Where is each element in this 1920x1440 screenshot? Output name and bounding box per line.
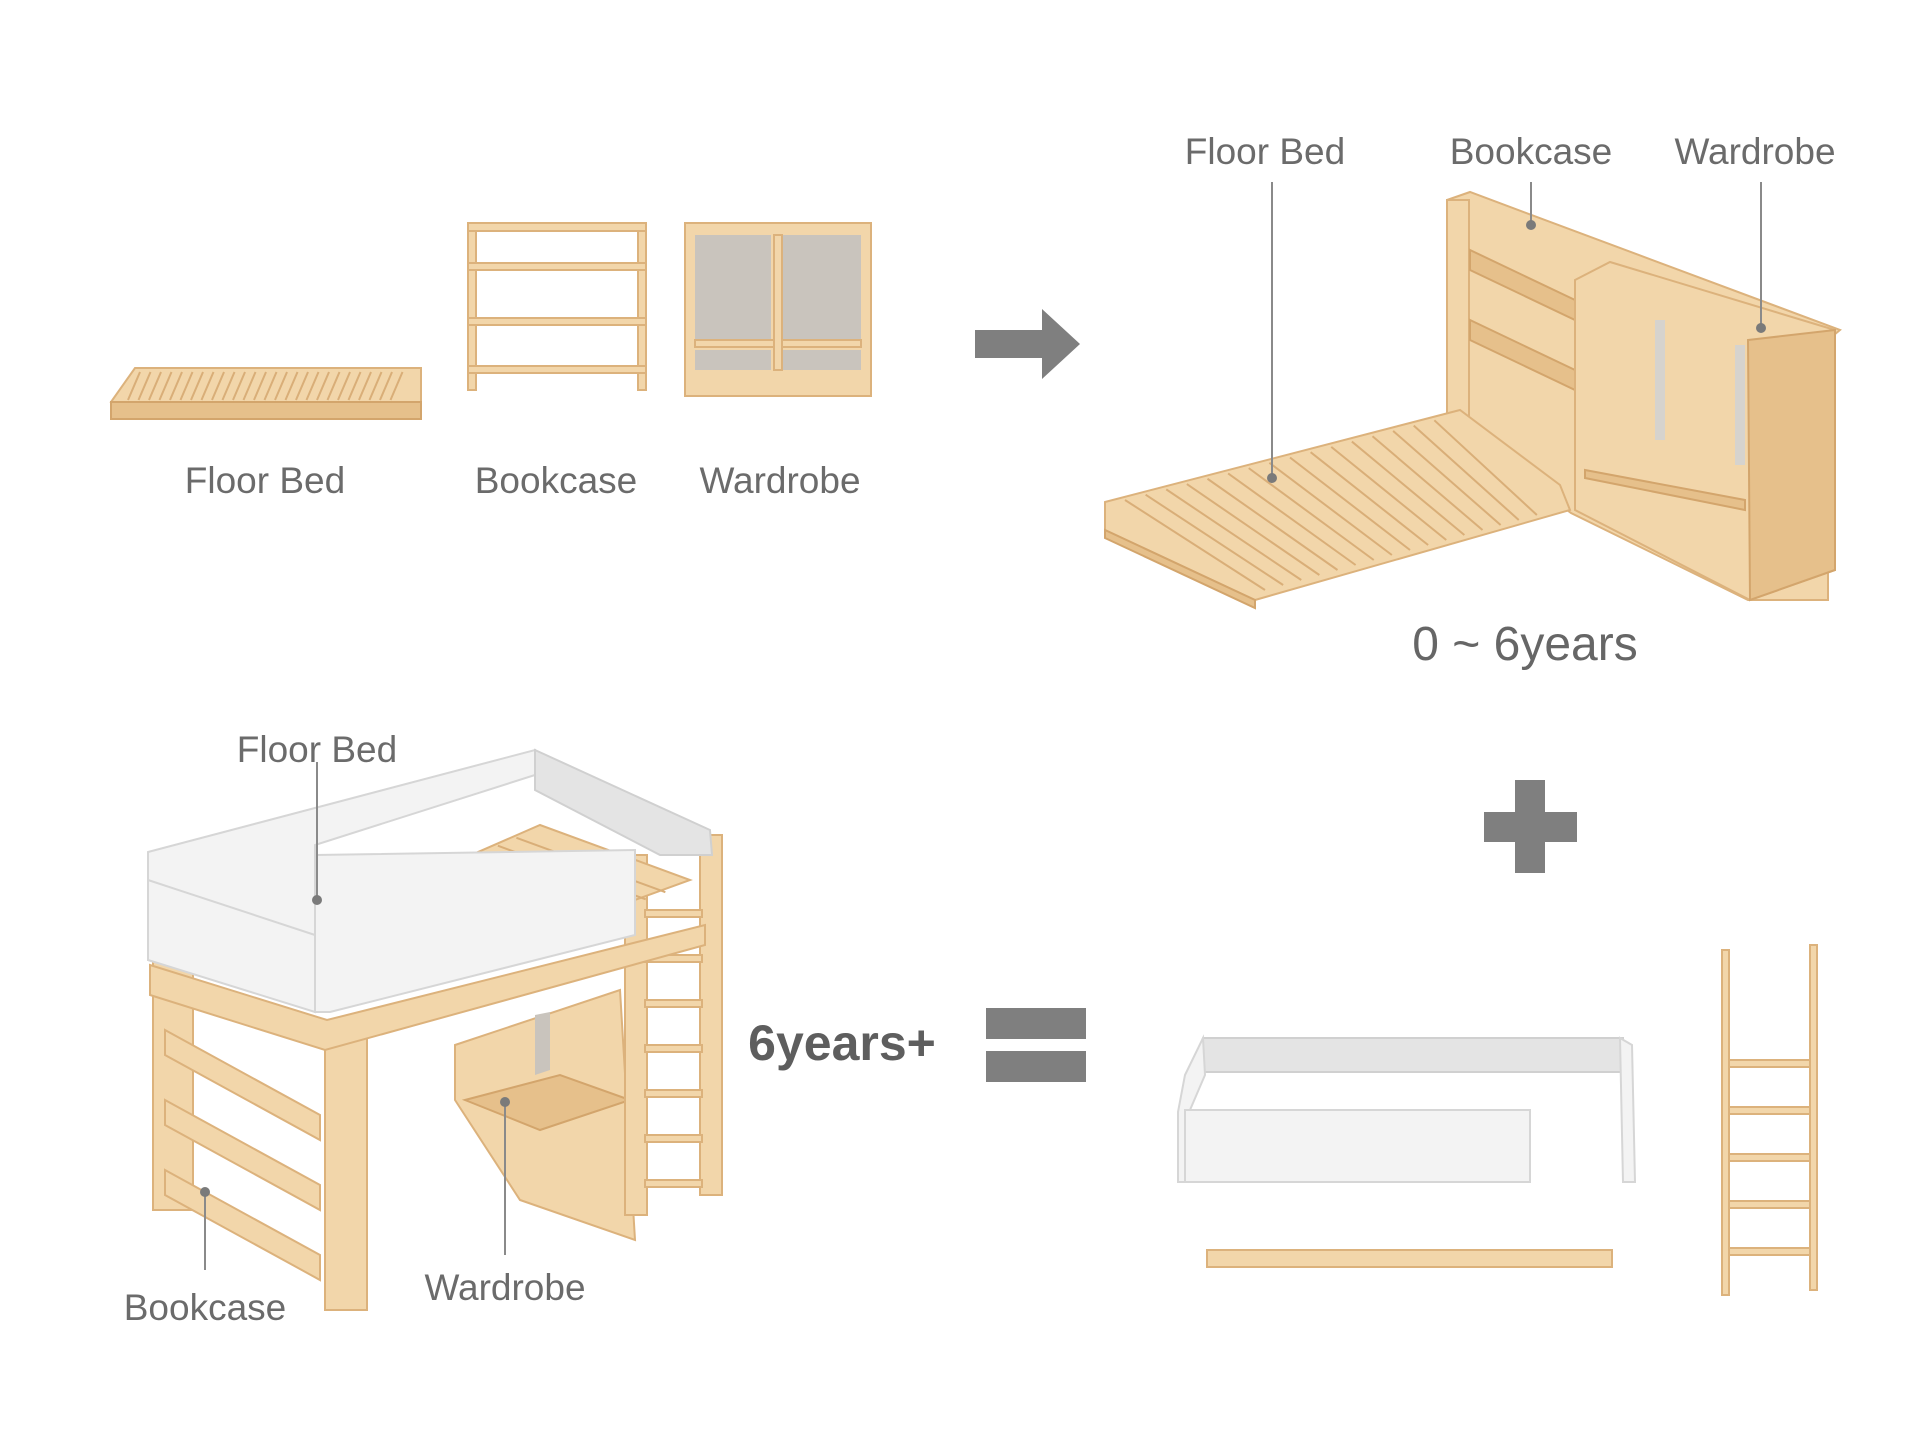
- slat: [137, 371, 152, 401]
- floor-bed-component: [109, 367, 422, 420]
- label-floor-bed-loft: Floor Bed: [237, 729, 397, 770]
- label-floor-bed-combo: Floor Bed: [1185, 131, 1345, 172]
- slat: [379, 371, 393, 401]
- slat: [1227, 472, 1357, 566]
- slat: [1413, 424, 1520, 521]
- slat: [316, 371, 330, 401]
- ladder-rung: [1728, 1153, 1811, 1162]
- label-bookcase: Bookcase: [475, 460, 638, 501]
- label-wardrobe: Wardrobe: [699, 460, 860, 501]
- slat: [1268, 462, 1393, 556]
- guard-rail-part: [1177, 1034, 1637, 1183]
- slat: [1433, 419, 1538, 516]
- slat: [1330, 446, 1447, 541]
- slat: [326, 371, 341, 401]
- equals-icon: [986, 1008, 1086, 1082]
- ladder-rung: [1728, 1247, 1811, 1256]
- slat: [221, 371, 236, 401]
- label-wardrobe-combo: Wardrobe: [1674, 131, 1835, 172]
- slat: [1248, 467, 1375, 561]
- slat: [274, 371, 288, 401]
- slat: [337, 371, 351, 401]
- slat: [253, 371, 267, 401]
- slat: [127, 371, 141, 401]
- slat: [305, 371, 320, 401]
- plus-icon: [1484, 780, 1577, 873]
- loft-bed: [147, 748, 723, 1311]
- ladder-rung: [644, 909, 703, 918]
- slat: [1371, 435, 1484, 531]
- slat: [263, 371, 278, 401]
- label-floor-bed: Floor Bed: [185, 460, 345, 501]
- arrow-right-icon: [975, 309, 1080, 379]
- slat: [1186, 483, 1320, 576]
- age-label-6-plus: 6years+: [748, 1015, 936, 1071]
- slat: [295, 371, 309, 401]
- ladder-rung: [1728, 1200, 1811, 1209]
- slat: [1165, 488, 1302, 581]
- slat: [1392, 430, 1502, 526]
- slat: [1206, 477, 1339, 571]
- floor-bed-combination: [1104, 190, 1842, 610]
- wardrobe-component: [684, 222, 872, 397]
- plank-part: [1206, 1249, 1613, 1268]
- ladder-rung: [644, 1134, 703, 1143]
- slat: [284, 371, 299, 401]
- ladder-rung: [1728, 1059, 1811, 1068]
- label-bookcase-combo: Bookcase: [1450, 131, 1613, 172]
- slat: [169, 371, 183, 401]
- slat: [179, 371, 194, 401]
- slat: [148, 371, 162, 401]
- ladder-rung: [644, 1089, 703, 1098]
- ladder-rung: [644, 999, 703, 1008]
- bookcase-component: [467, 222, 647, 391]
- slat: [389, 371, 404, 401]
- slat: [232, 371, 246, 401]
- ladder-rung: [644, 1179, 703, 1188]
- slat: [1145, 493, 1284, 586]
- slat: [1289, 456, 1411, 551]
- label-bookcase-loft: Bookcase: [124, 1287, 287, 1328]
- ladder-rung: [1728, 1106, 1811, 1115]
- slat: [368, 371, 383, 401]
- slat: [200, 371, 215, 401]
- slat: [1351, 440, 1466, 536]
- slat: [1310, 451, 1429, 546]
- ladder-rung: [644, 1044, 703, 1053]
- slat: [1124, 499, 1266, 591]
- ladder-part: [1721, 944, 1818, 1296]
- slat: [242, 371, 257, 401]
- label-wardrobe-loft: Wardrobe: [424, 1267, 585, 1308]
- slat: [211, 371, 225, 401]
- slat: [347, 371, 362, 401]
- slat: [358, 371, 372, 401]
- slat: [190, 371, 204, 401]
- slat: [158, 371, 173, 401]
- age-label-0-6: 0 ~ 6years: [1412, 618, 1637, 671]
